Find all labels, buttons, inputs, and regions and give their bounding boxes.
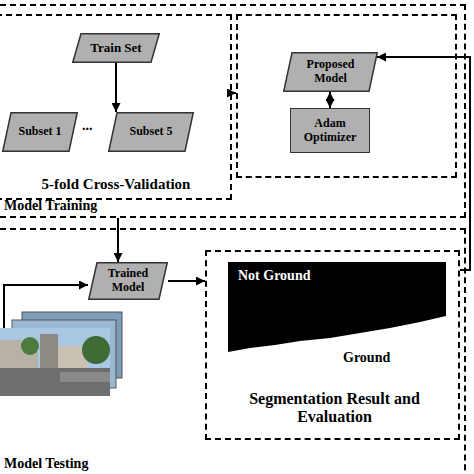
- data-parallelogram: Train Set: [72, 33, 160, 63]
- input-photos: [0, 312, 122, 396]
- group-title: Model Testing: [4, 456, 88, 472]
- data-parallelogram: Subset 1: [2, 112, 78, 152]
- flow-arrow: [232, 92, 236, 94]
- group-box: Proposed ModelAdam Optimizer: [236, 14, 457, 178]
- parallelogram-shape: [284, 53, 378, 92]
- segmentation-mask: [228, 262, 446, 368]
- node-label: Adam Optimizer: [297, 117, 363, 145]
- node-label: Subset 1: [18, 125, 61, 139]
- node-label: Proposed Model: [297, 58, 364, 86]
- parallelogram-shape: [73, 34, 160, 63]
- region-label: Ground: [343, 350, 390, 366]
- flow-arrow: [168, 280, 205, 282]
- parallelogram-shape: [109, 113, 194, 152]
- flow-arrow: [117, 218, 119, 262]
- group-title: Model Training: [4, 198, 97, 214]
- group-box: 5-fold Cross-Validation Train SetSubset 1…: [0, 14, 232, 200]
- model-parallelogram: Trained Model: [88, 262, 168, 300]
- parallelogram-shape: [89, 263, 168, 300]
- flow-arrow: [329, 92, 331, 108]
- node-label: Subset 5: [129, 125, 172, 139]
- group-title: Segmentation Result and Evaluation: [247, 390, 422, 427]
- data-parallelogram: Subset 5: [108, 112, 194, 152]
- flow-arrow: [115, 63, 117, 112]
- group-title: 5-fold Cross-Validation: [0, 176, 234, 193]
- process-box: Adam Optimizer: [290, 108, 370, 153]
- ellipsis-label: ...: [82, 118, 93, 134]
- flow-arrow: [377, 57, 470, 270]
- node-label: Train Set: [90, 41, 141, 56]
- model-parallelogram: Proposed Model: [283, 52, 378, 92]
- node-label: Trained Model: [102, 267, 154, 295]
- region-label: Not Ground: [238, 268, 310, 284]
- group-box: Model Training 5-fold Cross-Validation Tra…: [0, 4, 466, 218]
- parallelogram-shape: [3, 113, 78, 152]
- group-box: Model Testing Trained ModelSegmentation R…: [0, 228, 466, 474]
